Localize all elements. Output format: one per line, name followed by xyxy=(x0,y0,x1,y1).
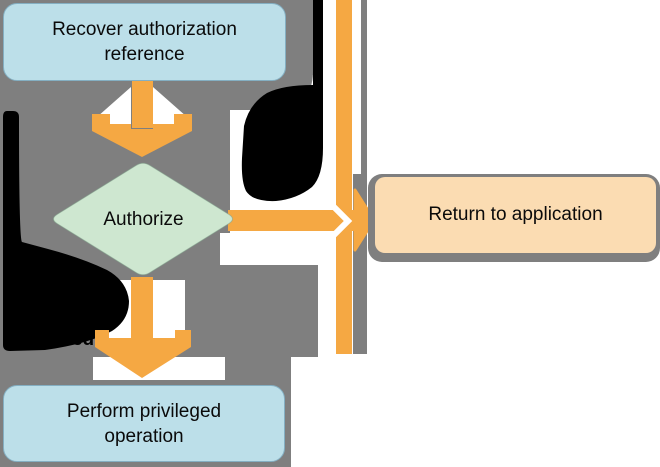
connectors xyxy=(92,0,376,378)
connector-authorize-perform xyxy=(131,277,153,343)
flowchart-node-perform: Perform privileged operation xyxy=(3,385,285,462)
fail-blob xyxy=(241,0,323,202)
edge-label-succeed: Succeed xyxy=(16,329,95,350)
arrowhead-down-icon xyxy=(95,330,191,378)
flowchart-node-recover: Recover authorization reference xyxy=(3,3,286,81)
arrowhead-right-icon xyxy=(353,188,376,252)
return-node-label: Return to application xyxy=(428,204,603,225)
chevron-notch-icon xyxy=(331,204,353,238)
arrowhead-down-icon xyxy=(92,114,192,157)
recover-node-label: Recover authorization reference xyxy=(52,19,237,65)
label-shadows xyxy=(3,0,323,351)
connector-recover-authorize xyxy=(132,81,153,128)
connector-return-line xyxy=(336,0,352,354)
flowchart-node-return: Return to application xyxy=(368,174,660,262)
perform-node-label: Perform privileged operation xyxy=(66,400,222,447)
return-node-body: Return to application xyxy=(375,177,656,253)
rail-gap xyxy=(352,0,361,174)
connector-fail xyxy=(228,210,357,231)
succeed-blob xyxy=(3,111,129,351)
edge-label-fail: Fail xyxy=(251,180,284,201)
decision-diamond xyxy=(53,162,233,276)
flowchart-node-authorize-label: Authorize xyxy=(103,209,184,230)
